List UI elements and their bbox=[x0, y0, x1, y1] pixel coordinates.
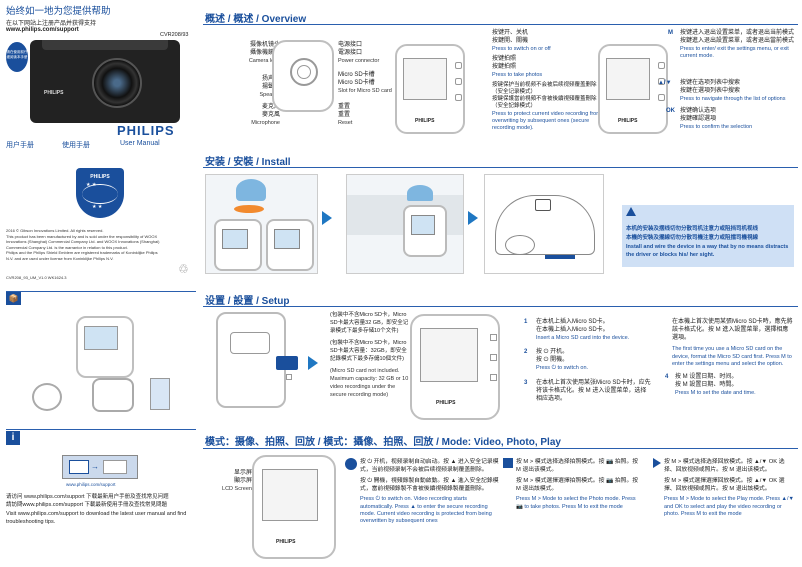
box-camera bbox=[76, 316, 134, 378]
video-mode-text: 按 ⏻ 开机，视频录制自动启动。按 ▲ 进入安全记录模式，当前视频录制不会被后续… bbox=[360, 459, 499, 524]
install-title: 安装 / 安裝 / Install bbox=[205, 157, 291, 168]
info-icon: i bbox=[6, 431, 20, 445]
arrow-icon bbox=[468, 211, 478, 225]
label-power: 电源接口 電源接口 Power connector bbox=[338, 42, 380, 64]
label-speaker: 扬声器 揚聲器 Speaker bbox=[259, 76, 281, 98]
btn-photo-desc: 按键拍照 按鍵拍照 Press to take photos bbox=[492, 56, 543, 78]
setup-title: 设置 / 設置 / Setup bbox=[205, 296, 290, 307]
modes-camera: PHILIPS bbox=[252, 455, 342, 561]
arrow-icon bbox=[308, 356, 318, 370]
register-text: 在以下网站上注册产品并获得支持 bbox=[6, 21, 97, 27]
recycle-icon: ♲ bbox=[178, 262, 189, 276]
install-car-image bbox=[484, 174, 604, 274]
setup-step-4: 4 按 M 设置日期、时间。 按 M 設置日期、時間。 Press M to s… bbox=[665, 374, 756, 396]
btn-nav-desc: ▲/▼ 按键在选项列表中搜索 按鍵在選項列表中搜索 Press to navig… bbox=[658, 80, 786, 102]
manual-cn-2: 使用手册 bbox=[62, 142, 90, 149]
overview-rear-camera: PHILIPS bbox=[395, 44, 475, 142]
model-number: CVR208/93 bbox=[160, 32, 189, 38]
install-step2-image bbox=[346, 174, 464, 274]
product-photo: PHILIPS bbox=[30, 40, 180, 123]
lens-image bbox=[92, 58, 142, 108]
setup-step-3-cont: 在本機上首次使用某張Micro SD卡時，應先將該卡格式化。按 M 進入設置菜單… bbox=[672, 319, 793, 367]
doc-code: CVR208_93_UM_V1.0 WK1624.3 bbox=[6, 275, 67, 280]
support-screen-image: → bbox=[62, 455, 138, 479]
modes-title: 模式：摄像、拍照、回放 / 模式：攝像、拍照、回放 / Mode: Video,… bbox=[205, 437, 561, 448]
overview-front-camera bbox=[272, 40, 334, 112]
setup-step-3: 3 在本机上首次使用某张Micro SD卡时，应先将该卡格式化。按 M 进入设置… bbox=[524, 380, 651, 402]
legal-block: 2016 © Gibson Innovations Limited. All r… bbox=[6, 228, 160, 261]
slogan: 始终如一地为您提供帮助 bbox=[6, 6, 111, 17]
setup-rear-camera: PHILIPS bbox=[410, 314, 510, 424]
philips-shield-logo: PHILIPS ★ ★ ★ ★ bbox=[76, 168, 124, 218]
photo-mode-icon bbox=[503, 458, 513, 468]
setup-side-camera bbox=[210, 312, 300, 412]
support-url[interactable]: www.philips.com/support bbox=[6, 27, 79, 33]
support-text: 请访问 www.philips.com/support 下载最新用户手册及查找常… bbox=[6, 494, 187, 525]
play-mode-text: 按 M > 模式选择选择回放模式。按 ▲/▼ OK 选择、回放视频或照片。按 M… bbox=[664, 459, 794, 517]
label-sd-slot: Micro SD卡槽 Micro SD卡槽 Slot for Micro SD … bbox=[338, 72, 392, 94]
support-url-caption[interactable]: www.philips.com/support bbox=[66, 482, 116, 487]
btn-menu-desc: M 按键进入退出设置菜单，或者退出当前模式 按鍵進入退出設置菜單，或者退出當前模… bbox=[668, 30, 795, 59]
label-reset: 重置 重置 Reset bbox=[338, 104, 353, 126]
btn-protect-desc: 按键保护当前视频不会被后续视频覆盖删除（安全记录模式） 按鍵保護當前視頻不會被後… bbox=[492, 82, 601, 131]
warning-icon bbox=[626, 207, 636, 216]
label-lcd-screen: 显示屏 顯示屏 LCD Screen bbox=[222, 470, 252, 492]
btn-ok-desc: OK 按键确认选项 按鍵確認選項 Press to confirm the se… bbox=[666, 108, 753, 130]
photo-mode-text: 按 M > 模式选择选择拍照模式。按 📷 拍照。按 M 退出该模式。 按 M >… bbox=[516, 459, 639, 510]
badge: 请在使用前仔细阅读本手册 bbox=[6, 42, 28, 72]
install-step1-image bbox=[205, 174, 318, 274]
overview-title: 概述 / 概述 / Overview bbox=[205, 14, 307, 25]
manual-en: User Manual bbox=[120, 140, 160, 147]
sd-note: (包装中不含Micro SD卡，Micro SD卡最大容量32 GB，即安全记录… bbox=[330, 312, 409, 398]
manual-image bbox=[150, 378, 170, 410]
charger-image bbox=[92, 378, 134, 412]
install-warning-box: 本机的安装及摆线切勿分散司机注意力或阻挡司机视线 本機的安裝及擺線切勿分散司機注… bbox=[622, 205, 794, 267]
cover-header: 始终如一地为您提供帮助 在以下网站上注册产品并获得支持 www.philips.… bbox=[6, 3, 196, 33]
manual-cn-1: 用户手册 bbox=[6, 142, 34, 149]
mount-image bbox=[32, 383, 62, 411]
arrow-icon bbox=[322, 211, 332, 225]
label-microphone: 麦克风 麥克風 Microphone bbox=[251, 104, 280, 126]
setup-step-1: 1 在本机上插入Micro SD卡。 在本機上插入Micro SD卡。 Inse… bbox=[524, 319, 630, 341]
brand-wordmark: PHILIPS bbox=[117, 123, 175, 138]
setup-step-2: 2 按 ⏻ 开机。 按 ⏻ 開機。 Press ⏻ to switch on. bbox=[524, 349, 589, 371]
label-camera-lens: 摄像机镜头 攝像機鏡頭 Camera lens bbox=[248, 42, 280, 64]
overview-rear-camera-right: PHILIPS bbox=[598, 44, 678, 142]
box-icon: 📦 bbox=[6, 292, 21, 305]
play-mode-icon bbox=[653, 458, 661, 468]
btn-power-desc: 按键开、关机 按鍵開、關機 Press to switch on or off bbox=[492, 30, 551, 52]
video-mode-icon bbox=[345, 458, 357, 470]
